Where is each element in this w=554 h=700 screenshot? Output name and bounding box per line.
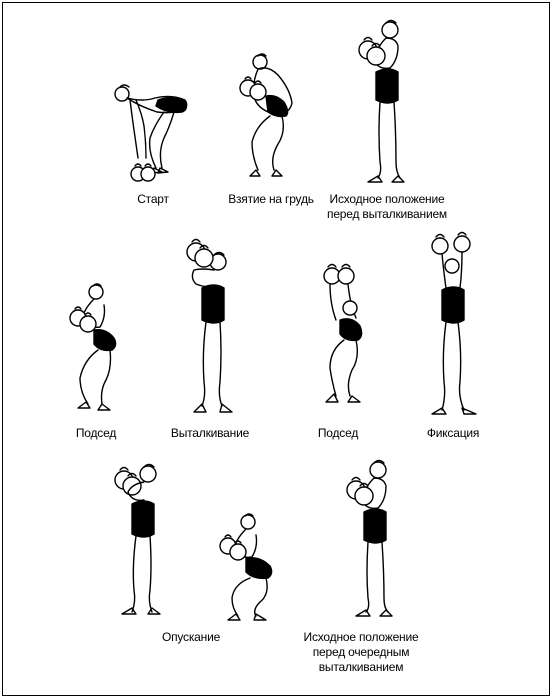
caption-initial-line-2: перед выталкиванием	[327, 207, 447, 221]
figure-lowering	[114, 463, 161, 615]
caption-squat-2: Подсед	[317, 426, 359, 440]
caption-next-initial: Исходное положение перед очередным вытал…	[296, 630, 426, 675]
caption-initial-line-1: Исходное положение	[329, 192, 445, 206]
caption-push: Выталкивание	[170, 426, 250, 440]
caption-next-line-3: выталкиванием	[318, 660, 404, 674]
caption-next-line-2: перед очередным	[312, 645, 410, 659]
figure-start	[114, 84, 188, 182]
caption-initial: Исходное положение перед выталкиванием	[322, 192, 452, 222]
caption-lowering: Опускание	[161, 630, 221, 644]
caption-fixation: Фиксация	[426, 426, 480, 440]
figure-fixation	[431, 231, 477, 415]
figure-squat-3	[219, 513, 273, 621]
caption-start: Старт	[137, 192, 169, 206]
figure-initial	[358, 19, 405, 183]
caption-clean: Взятие на грудь	[228, 192, 314, 206]
figure-clean	[239, 53, 293, 177]
figure-squat-2	[323, 263, 363, 403]
figure-squat-1	[69, 283, 117, 411]
figure-next-initial	[346, 459, 393, 617]
caption-squat-1: Подсед	[75, 426, 117, 440]
figure-push	[186, 238, 233, 413]
caption-next-line-1: Исходное положение	[303, 630, 419, 644]
